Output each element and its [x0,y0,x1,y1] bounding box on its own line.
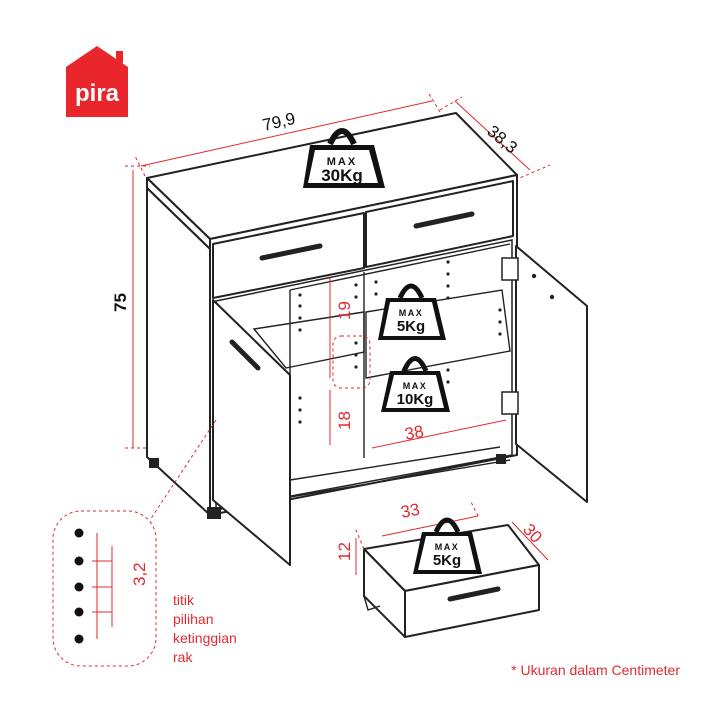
hole-note-line-3: ketinggian [173,630,237,646]
load-top-value: 30Kg [321,166,363,185]
shelf-lower-label: 18 [335,411,354,430]
load-drawer: MAX 5Kg [413,517,482,574]
load-shelf-max: MAX [399,308,424,318]
load-bottom-max: MAX [403,381,428,391]
right-drawer-handle [413,211,475,229]
load-bottom-value: 10Kg [397,391,434,408]
load-shelf-value: 5Kg [397,318,425,335]
shelf-upper-label: 19 [335,301,354,320]
hole-detail: 3,2 [52,419,217,667]
logo-text: pira [75,80,120,107]
left-drawer-handle [259,243,323,261]
width-label: 79,9 [261,109,298,135]
drawer-height-label: 12 [335,542,354,561]
height-label: 75 [111,293,130,312]
hole-note-line-2: pilihan [173,611,213,627]
load-top: MAX 30Kg [303,128,385,188]
shelf-dimensions: 19 18 38 [329,278,507,449]
load-shelf: MAX 5Kg [378,283,446,340]
footnote: * Ukuran dalam Centimeter [511,662,680,678]
hole-spacing-label: 3,2 [130,562,149,586]
right-door [501,245,588,503]
left-shelf [252,311,365,369]
drawer-width-label: 33 [399,500,421,522]
right-shelf [365,289,511,379]
hole-note-line-4: rak [173,649,193,665]
height-dimension: 75 [111,165,155,449]
load-drawer-value: 5Kg [433,552,461,569]
left-door-handle [229,339,261,371]
load-drawer-max: MAX [435,542,460,552]
right-drawer-front [365,180,514,268]
load-top-max: MAX [327,156,357,168]
drawer-depth-label: 30 [519,520,546,547]
inner-width-label: 38 [403,422,425,444]
left-door [212,299,291,566]
drawer-handle [447,586,501,602]
hole-note-line-1: titik [173,592,195,608]
pira-logo: pira [66,46,128,117]
load-bottom: MAX 10Kg [381,356,450,412]
hole-note: titik pilihan ketinggian rak [173,592,237,665]
left-drawer-front [212,212,365,299]
